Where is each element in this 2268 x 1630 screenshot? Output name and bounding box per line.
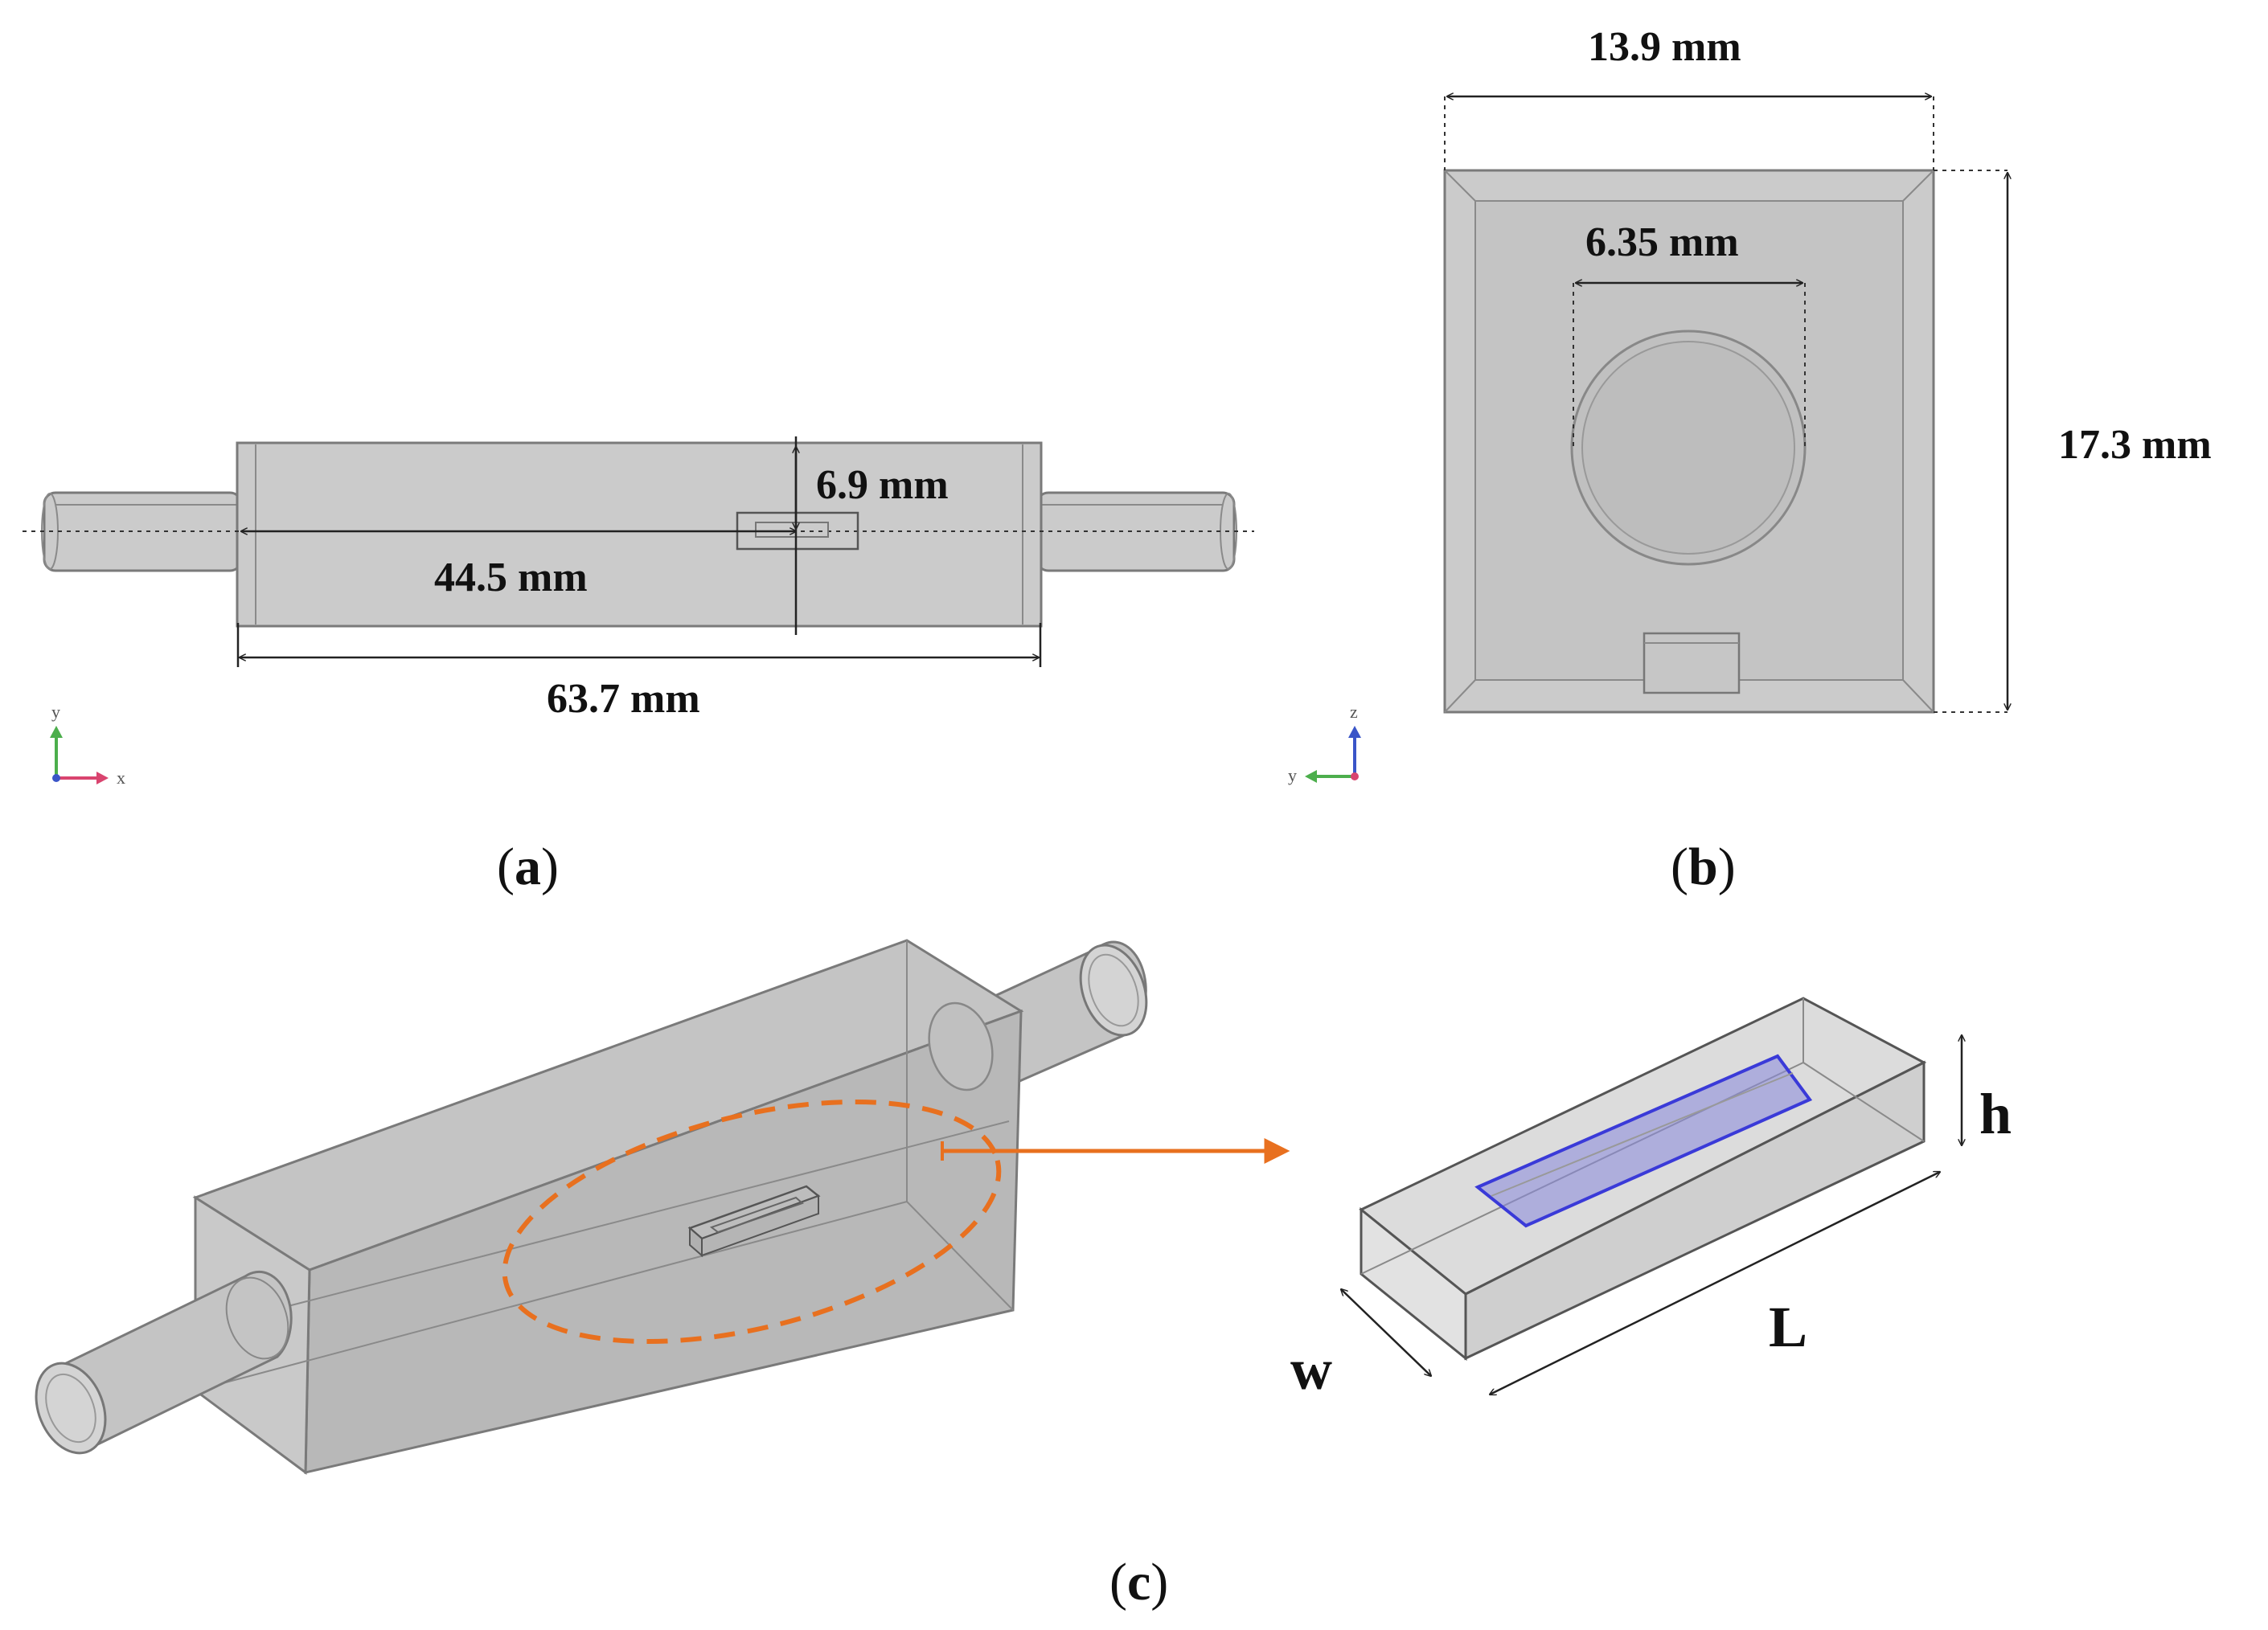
label-w: w xyxy=(1290,1337,1332,1402)
caption-b: (b) xyxy=(1671,838,1736,896)
axis-triad-yz-icon: z y xyxy=(1288,702,1361,785)
dim-inner-label: 44.5 mm xyxy=(434,555,588,600)
label-h: h xyxy=(1979,1082,2012,1146)
axis-triad-xy-icon: y x xyxy=(50,702,125,788)
dim-height-label: 6.9 mm xyxy=(816,462,949,508)
isometric-sensor xyxy=(687,1185,821,1258)
caption-c: (c) xyxy=(1109,1553,1168,1612)
panel-b: 13.9 mm 6.35 mm 17.3 mm z y (b) xyxy=(1288,24,2212,896)
dim-height-label-b: 17.3 mm xyxy=(2058,422,2212,468)
panel-a: 6.9 mm 44.5 mm 63.7 mm y x (a) xyxy=(23,436,1254,896)
dim-width-label: 13.9 mm xyxy=(1588,24,1741,70)
L-dimension-line xyxy=(1490,1172,1940,1395)
isometric-inlet-pipe xyxy=(35,1270,293,1455)
zoomed-sensor xyxy=(1359,997,1927,1362)
caption-a: (a) xyxy=(497,838,559,896)
panel-c: h L w (c) xyxy=(35,939,2012,1612)
dim-total-label: 63.7 mm xyxy=(547,676,700,722)
svg-text:y: y xyxy=(51,702,60,722)
dim-diameter-label: 6.35 mm xyxy=(1585,219,1739,265)
svg-text:z: z xyxy=(1350,702,1358,722)
w-dimension-line xyxy=(1341,1289,1431,1376)
svg-text:y: y xyxy=(1288,765,1297,785)
svg-text:x: x xyxy=(117,768,125,788)
label-L: L xyxy=(1769,1295,1807,1359)
dashed-ellipse-icon xyxy=(502,1099,1002,1345)
